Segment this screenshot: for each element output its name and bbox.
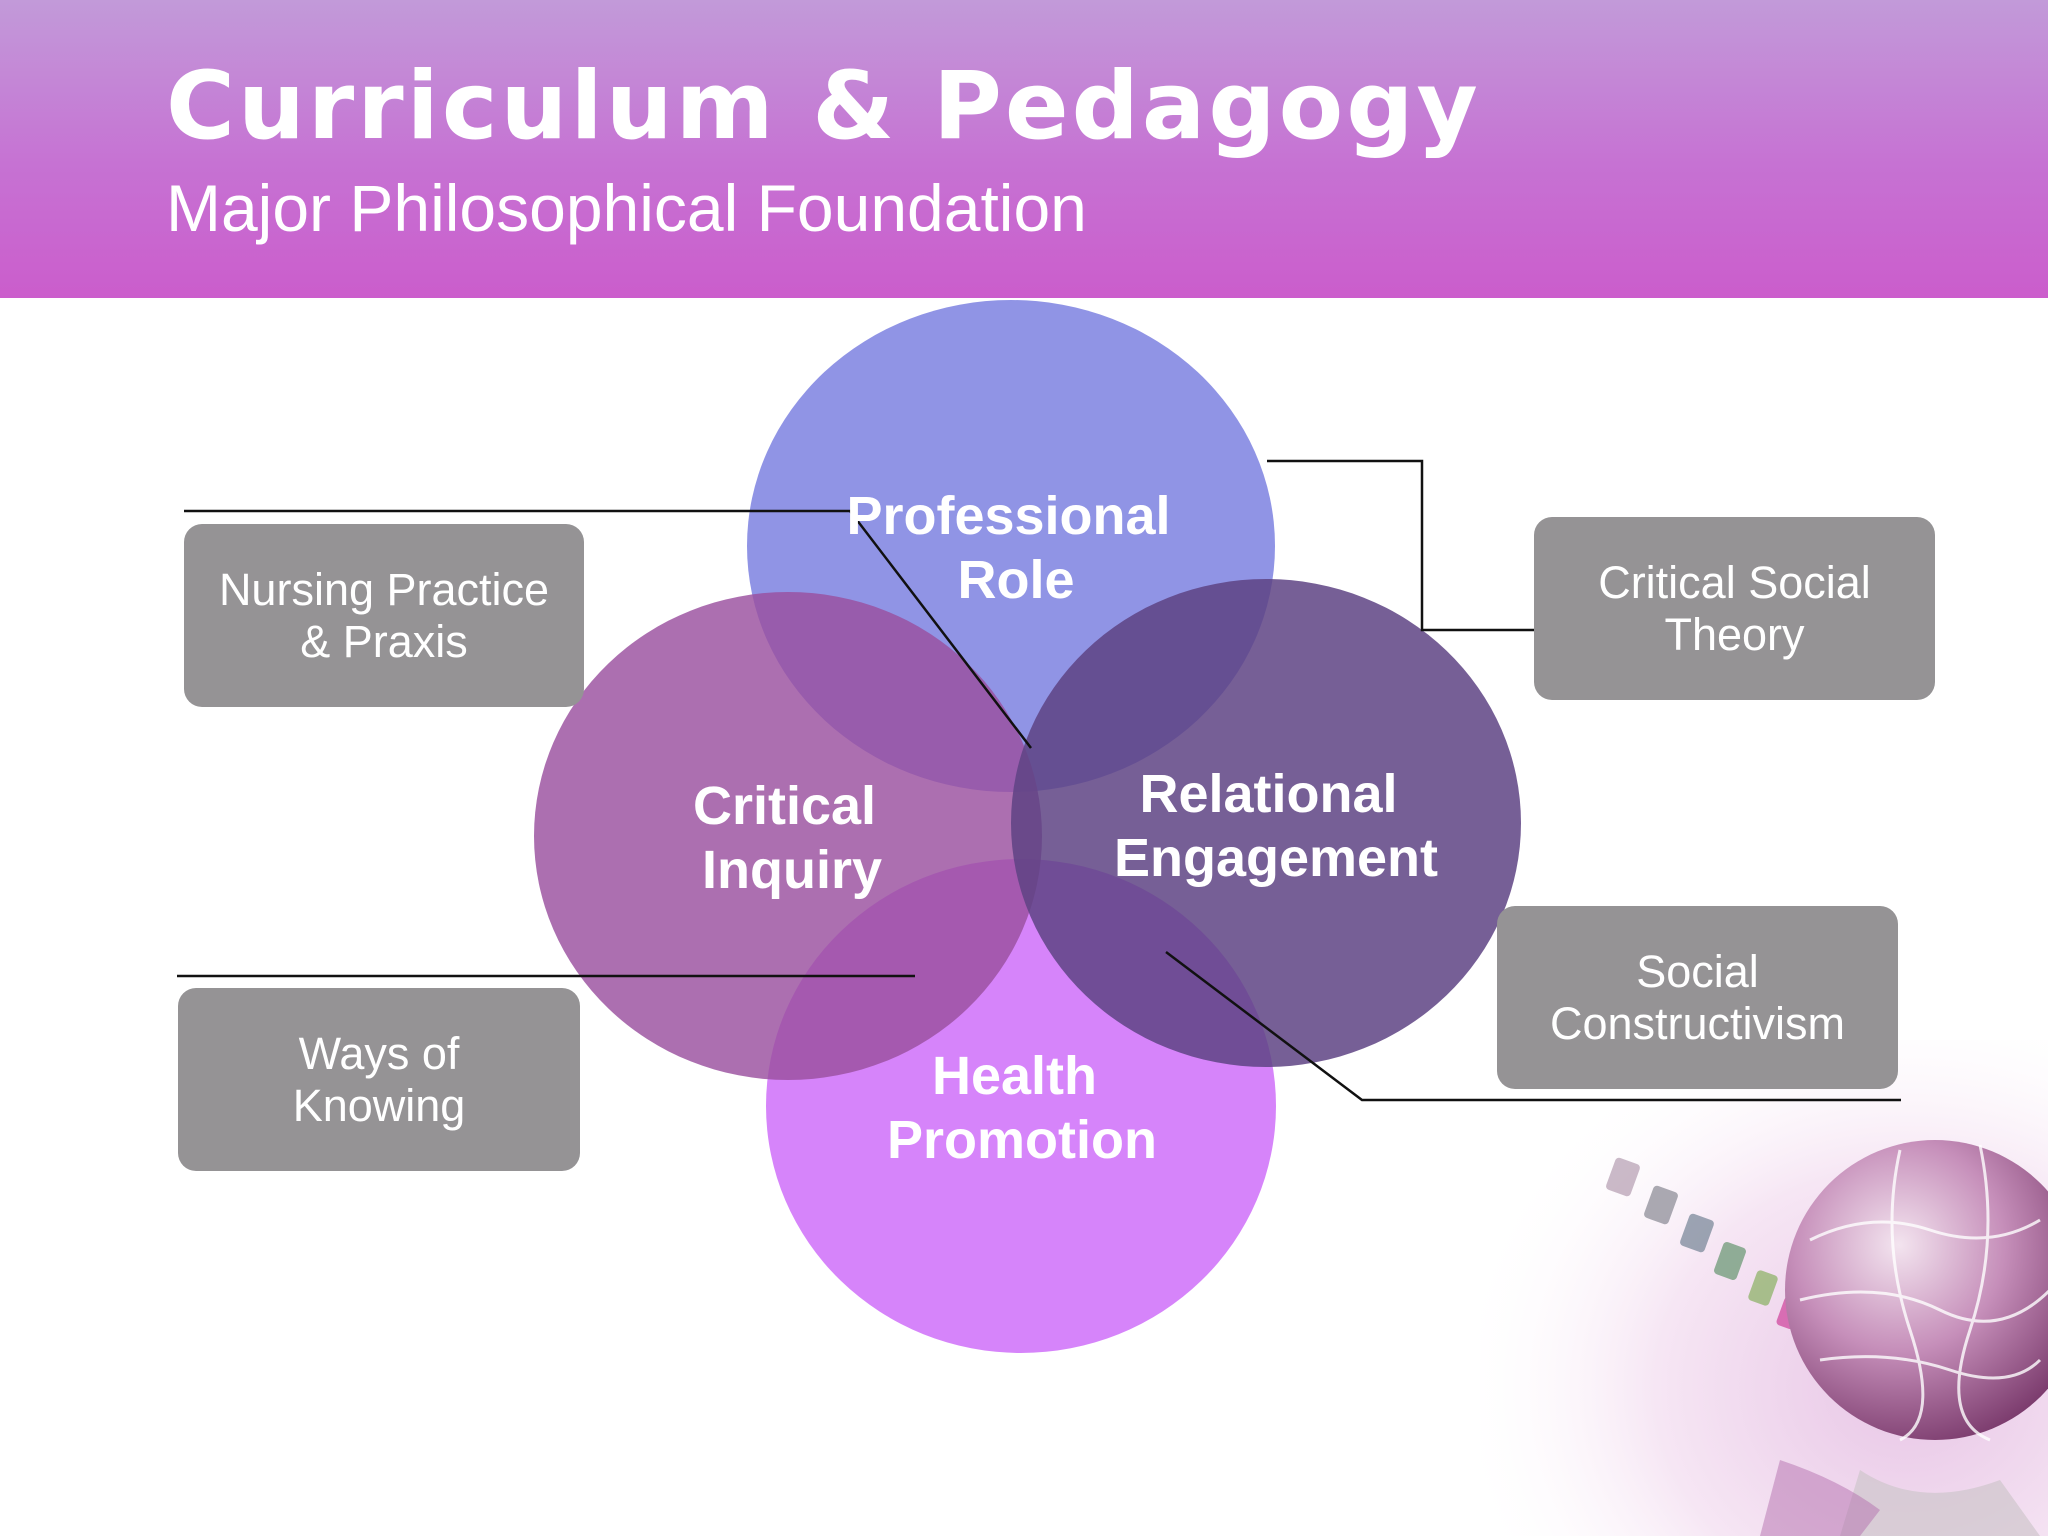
slide-header: Curriculum & Pedagogy Major Philosophica… [0, 0, 2048, 298]
social-constructivism-line-2: Constructivism [1549, 997, 1846, 1049]
ways-of-knowing-line-2: Knowing [292, 1079, 466, 1131]
slide-title: Curriculum & Pedagogy [166, 52, 1481, 161]
critical-inquiry-circle [534, 592, 1042, 1080]
critical-social-theory-line-1: Critical Social [1598, 556, 1871, 608]
globe-decoration-image [1480, 1040, 2048, 1536]
professional-role-label: Professional Role [846, 486, 1185, 610]
critical-inquiry-label: Critical Inquiry [693, 776, 891, 900]
nursing-practice-line-2: & Praxis [300, 615, 468, 667]
ways-of-knowing-box: Ways of Knowing [178, 988, 580, 1171]
health-promotion-label: Health Promotion [887, 1046, 1157, 1170]
nursing-practice-box: Nursing Practice & Praxis [184, 524, 584, 707]
critical-social-theory-line-2: Theory [1664, 608, 1805, 660]
critical-social-theory-box: Critical Social Theory [1534, 517, 1935, 700]
social-constructivism-line-1: Social [1636, 945, 1759, 997]
ways-of-knowing-line-1: Ways of [298, 1027, 460, 1079]
connector-social-constructivism [1165, 951, 1901, 1102]
relational-engagement-circle [1011, 579, 1521, 1067]
relational-engagement-label: Relational Engagement [1114, 764, 1438, 888]
slide-subtitle: Major Philosophical Foundation [166, 171, 1087, 245]
connector-critical-social-theory [1267, 459, 1534, 632]
connector-nursing-practice [184, 509, 1032, 749]
nursing-practice-line-1: Nursing Practice [218, 563, 550, 615]
social-constructivism-box: Social Constructivism [1497, 906, 1898, 1089]
